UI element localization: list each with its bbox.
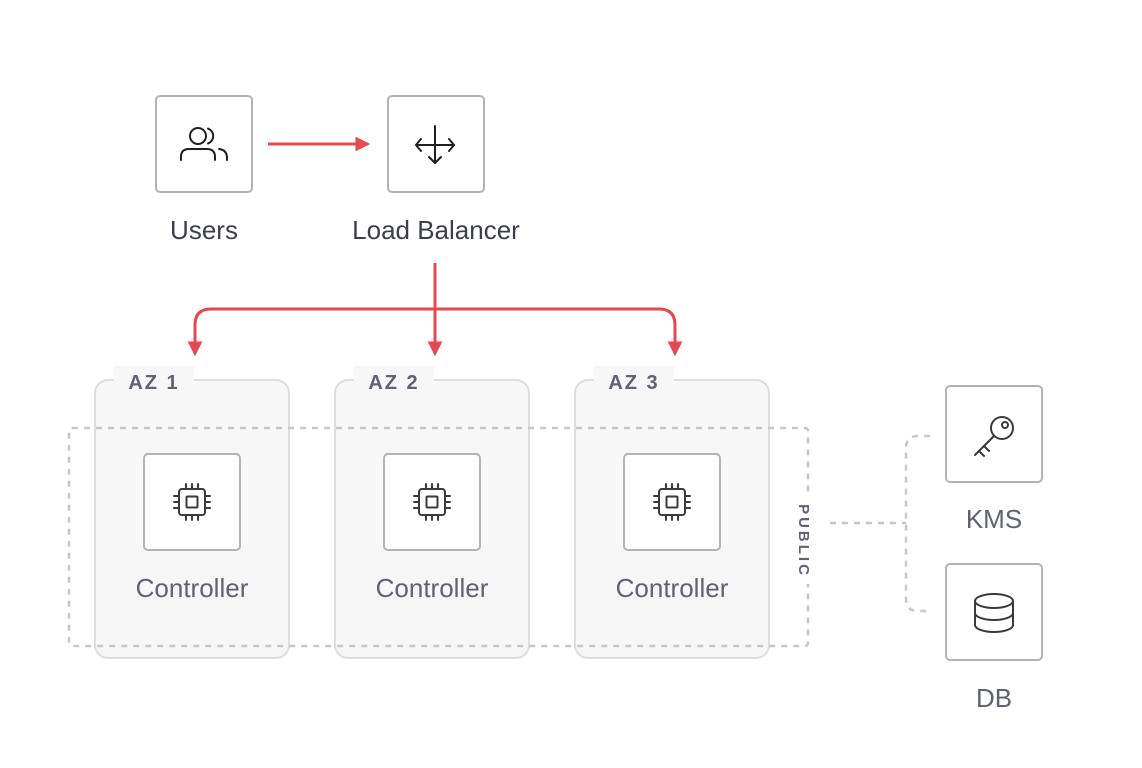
load-balancer-node: [387, 95, 485, 193]
database-icon: [974, 593, 1014, 633]
controller-node-az1: [143, 453, 241, 551]
controller-node-az3: [623, 453, 721, 551]
az-2-label: AZ 2: [368, 372, 419, 394]
controller-node-box: [383, 453, 481, 551]
key-icon: [974, 416, 1014, 457]
controller-label-az2: Controller: [376, 573, 489, 603]
az-2-label-bg: [354, 366, 434, 394]
controller-label-az3: Controller: [616, 573, 729, 603]
users-node-box: [155, 95, 253, 193]
kms-label: KMS: [966, 504, 1022, 534]
lb-to-az1-arrow: [187, 307, 435, 357]
users-node: [155, 95, 253, 193]
db-node-box: [945, 563, 1043, 661]
users-icon: [180, 127, 228, 161]
controller-label-az1: Controller: [136, 573, 249, 603]
controller-node-az2: [383, 453, 481, 551]
public-zone-label-bg: [790, 494, 826, 584]
db-label: DB: [976, 683, 1012, 713]
users-label: Users: [170, 215, 238, 245]
az-3-label-bg: [594, 366, 674, 394]
load-balancer-label: Load Balancer: [352, 215, 520, 245]
services-bracket-connector: [904, 434, 930, 613]
controller-node-box: [623, 453, 721, 551]
public-zone-label: PUBLIC: [795, 504, 812, 578]
az-3-label: AZ 3: [608, 372, 659, 394]
controller-node-box: [143, 453, 241, 551]
kms-node-box: [945, 385, 1043, 483]
cpu-chip-icon: [173, 483, 211, 521]
cpu-chip-icon: [653, 483, 691, 521]
cpu-chip-icon: [413, 483, 451, 521]
az-1-label-bg: [114, 366, 194, 394]
az-1-label: AZ 1: [128, 372, 179, 394]
db-node: [945, 563, 1043, 661]
move-arrows-icon: [415, 125, 455, 164]
lb-to-az3-arrow: [435, 307, 683, 357]
kms-node: [945, 385, 1043, 483]
